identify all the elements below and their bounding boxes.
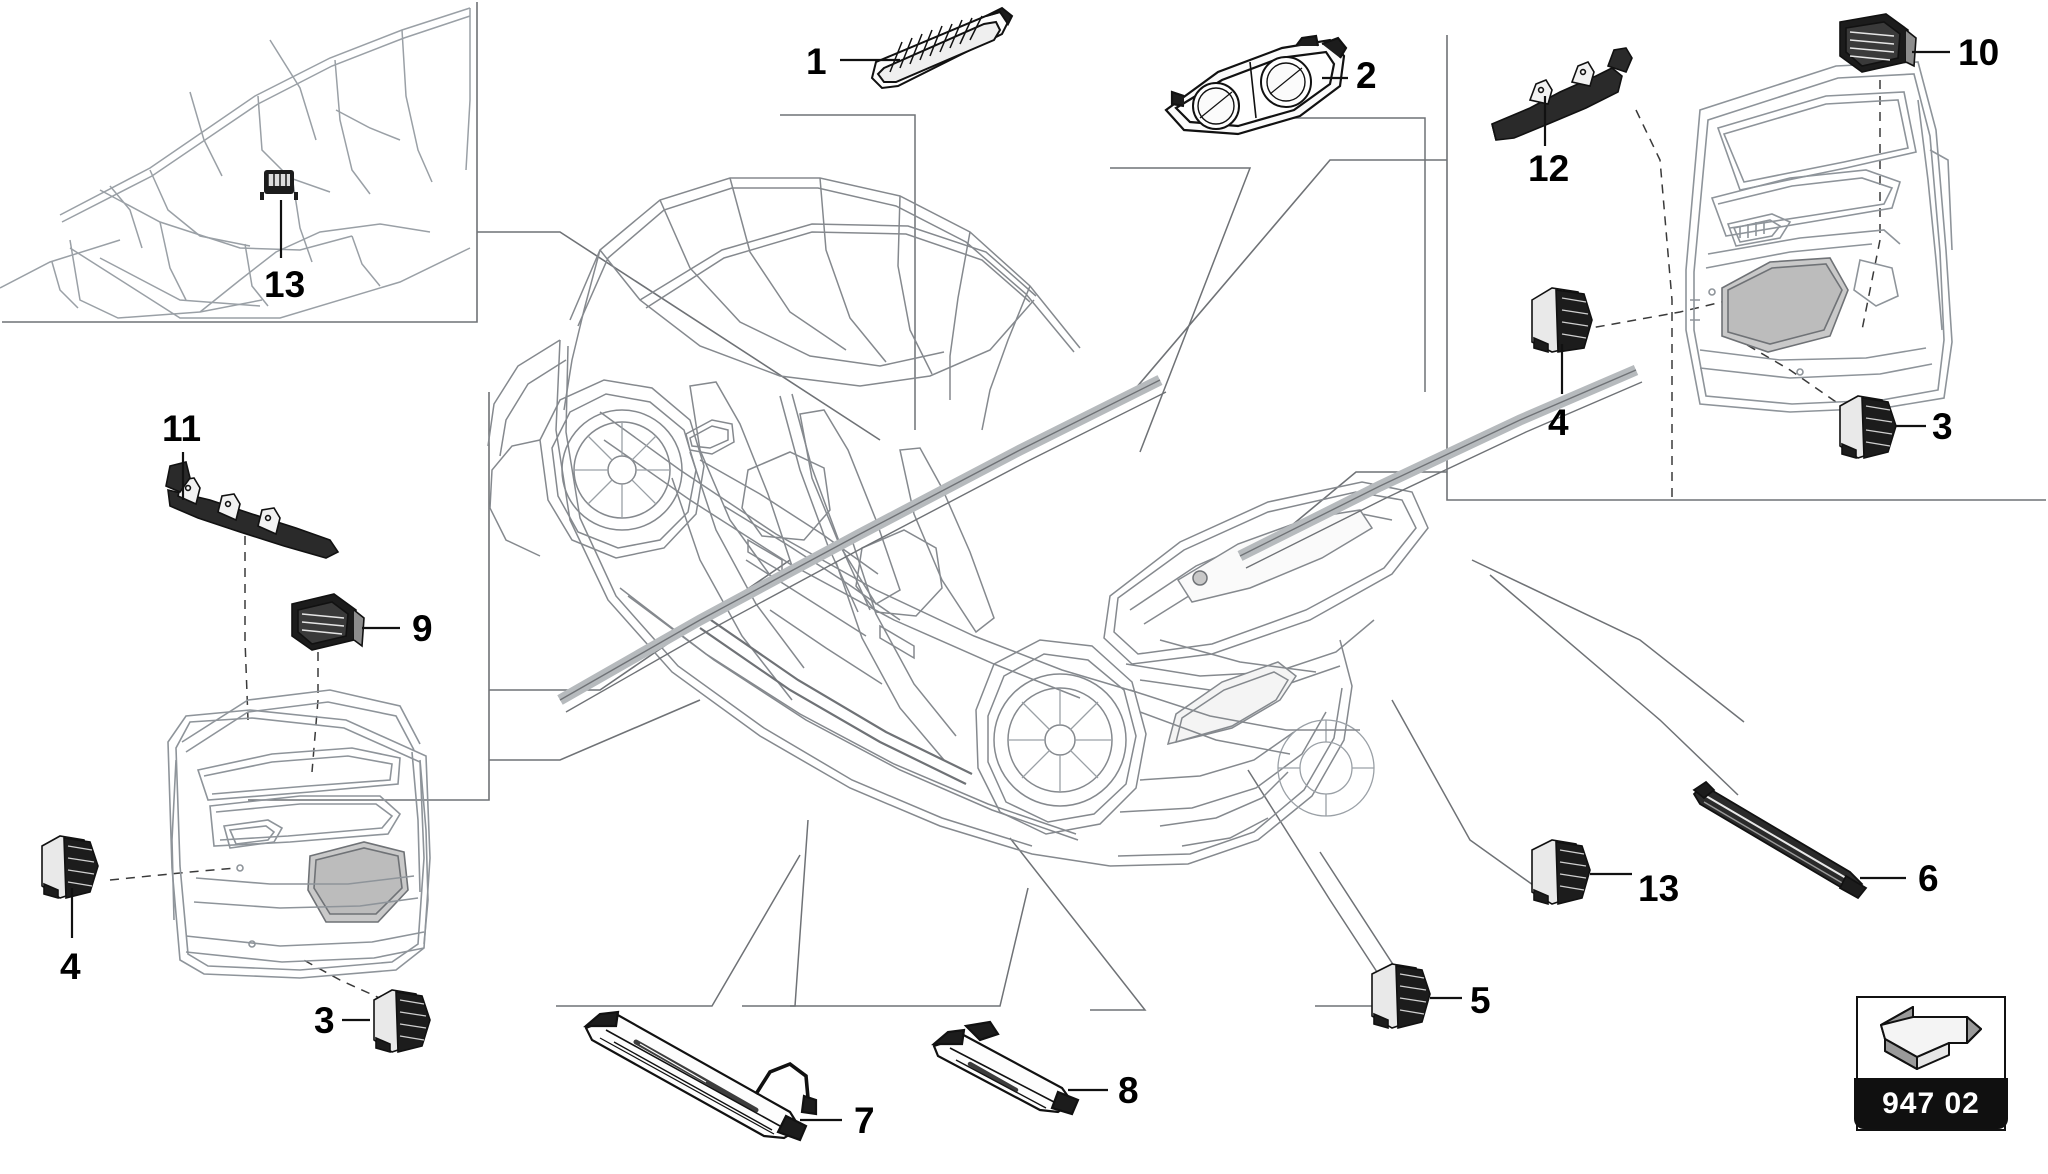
part-3b-tweeter bbox=[373, 989, 431, 1054]
callout-13-console: 13 bbox=[264, 264, 306, 305]
leader-part-2 bbox=[1110, 167, 1252, 453]
rear-door-inset-leader-a bbox=[1129, 159, 1447, 396]
part-10-grille bbox=[1839, 13, 1917, 73]
dash-rear-bracket bbox=[1635, 109, 1673, 500]
direction-arrow-icon bbox=[1858, 998, 2004, 1078]
callout-2: 2 bbox=[1356, 55, 1377, 96]
callout-4-rear: 4 bbox=[1548, 402, 1569, 443]
callout-13-rear: 13 bbox=[1638, 868, 1680, 909]
leader-part-8 bbox=[1009, 837, 1147, 1011]
dash-rear-speaker bbox=[1579, 299, 1731, 331]
callout-4-front: 4 bbox=[60, 946, 81, 987]
part-8-sill-plate bbox=[931, 1020, 1080, 1116]
part-5-speaker bbox=[1371, 963, 1431, 1030]
callout-10: 10 bbox=[1958, 32, 2000, 73]
leader-part-1 bbox=[780, 114, 916, 430]
callout-8: 8 bbox=[1118, 1070, 1139, 1111]
part-6-rail bbox=[1692, 780, 1868, 900]
console-detail-inset-frame bbox=[2, 2, 478, 323]
callout-7: 7 bbox=[854, 1100, 875, 1141]
callout-9: 9 bbox=[412, 608, 433, 649]
part-4a-speaker bbox=[1531, 287, 1593, 354]
console-clip-part bbox=[260, 170, 298, 200]
callout-3-front: 3 bbox=[314, 1000, 335, 1041]
part-3a-tweeter bbox=[1839, 395, 1897, 460]
front-door-inset-leader-b bbox=[489, 699, 701, 761]
part-13b-speaker bbox=[1531, 839, 1591, 906]
callout-3-rear: 3 bbox=[1932, 406, 1953, 447]
dash-front-bracket bbox=[244, 520, 249, 721]
rear-door-inset-frame bbox=[1446, 35, 2046, 501]
callout-6: 6 bbox=[1918, 858, 1939, 899]
part-9-grille bbox=[291, 593, 365, 651]
callout-12: 12 bbox=[1528, 148, 1570, 189]
part-group-number-plate: 947 02 bbox=[1854, 1078, 2008, 1129]
dash-front-grille bbox=[311, 620, 319, 773]
callout-11: 11 bbox=[162, 408, 202, 449]
front-door-inset-frame bbox=[248, 392, 490, 801]
part-7-sill-plate bbox=[583, 1010, 818, 1142]
part-group-badge: 947 02 bbox=[1854, 996, 2008, 1131]
console-inset-leader bbox=[477, 231, 881, 441]
dash-front-speaker bbox=[109, 867, 237, 881]
part-group-number: 947 02 bbox=[1882, 1086, 1980, 1120]
leader-part-8c bbox=[790, 887, 1029, 1007]
leader-misc-right bbox=[1471, 559, 1745, 723]
part-1-trim-strip bbox=[870, 6, 1014, 90]
part-4b-speaker bbox=[41, 835, 99, 900]
dash-rear-grille bbox=[1861, 80, 1881, 331]
part-12-bracket bbox=[1491, 47, 1633, 141]
callout-1: 1 bbox=[806, 41, 827, 82]
dash-front-tweeter bbox=[299, 957, 385, 1001]
dash-rear-tweeter bbox=[1741, 341, 1863, 421]
leader-part-13b bbox=[1391, 699, 1541, 891]
leader-part-7 bbox=[556, 854, 801, 1007]
leader-part-2b bbox=[1290, 117, 1426, 392]
callout-5: 5 bbox=[1470, 980, 1491, 1021]
leader-part-6 bbox=[1489, 574, 1739, 796]
part-2-bezel bbox=[1164, 34, 1348, 136]
